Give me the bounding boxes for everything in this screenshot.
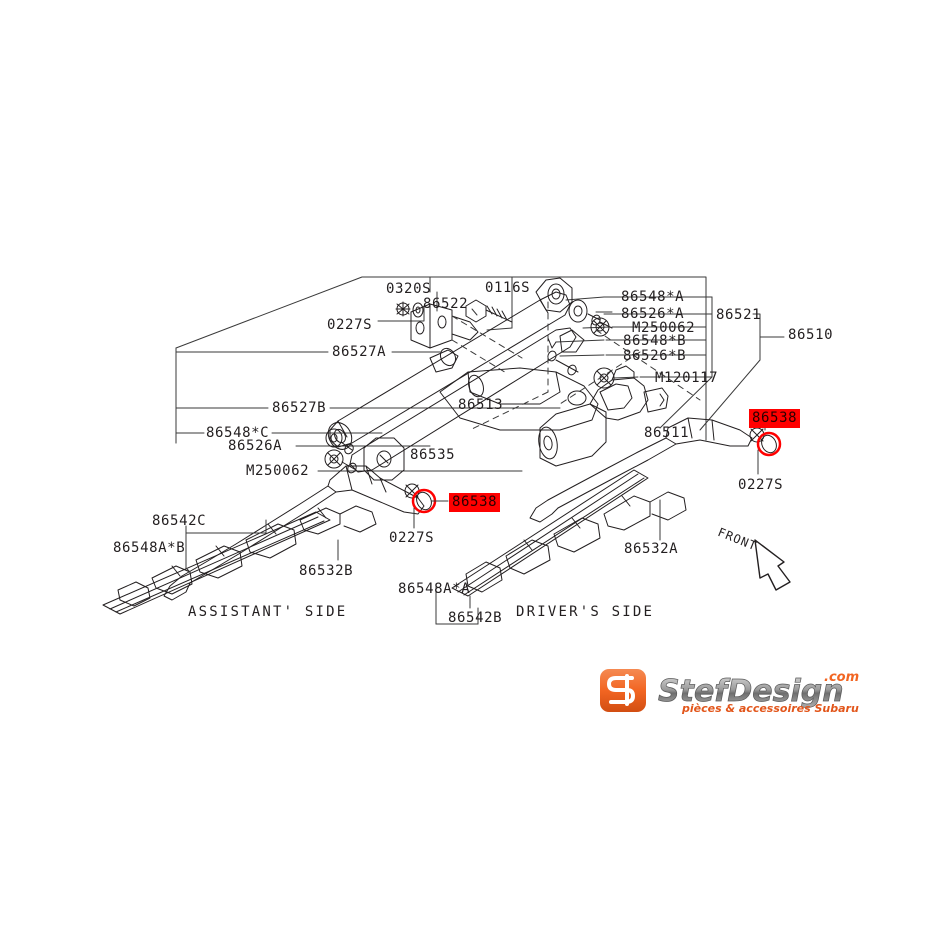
bushing-86535 bbox=[363, 437, 405, 481]
leader-86510 bbox=[659, 359, 761, 431]
logo-tld-text: .com bbox=[824, 670, 859, 685]
assistant-side-caption: ASSISTANT' SIDE bbox=[188, 604, 348, 620]
label-86548xC: 86548*C bbox=[206, 425, 270, 441]
label-86548xA: 86548*A bbox=[621, 289, 685, 305]
ball-joints-link bbox=[327, 347, 457, 450]
label-0227S: 0227S bbox=[327, 317, 373, 333]
label-86521: 86521 bbox=[716, 307, 762, 323]
label-86526xA: 86526*A bbox=[621, 306, 685, 322]
dashed-alignment bbox=[451, 301, 701, 431]
logo-graphic: StefDesign .com pièces & accessoires Sub… bbox=[600, 669, 859, 715]
blade-leaders bbox=[185, 499, 661, 625]
label-86548AxB: 86548A*B bbox=[113, 540, 186, 556]
highlight-86538-left: 86538 bbox=[449, 493, 501, 512]
wiper-arm-86532b bbox=[163, 465, 425, 601]
label-0227S-left: 0227S bbox=[389, 530, 435, 546]
label-M120117: M120117 bbox=[655, 370, 719, 386]
label-86527A: 86527A bbox=[332, 344, 387, 360]
fastener-cluster-lower-right bbox=[547, 337, 615, 389]
label-86542C: 86542C bbox=[152, 513, 207, 529]
driver-side-caption: DRIVER'S SIDE bbox=[516, 604, 655, 620]
label-86510: 86510 bbox=[788, 327, 834, 343]
wiper-blade-driver bbox=[451, 469, 687, 597]
label-86535: 86535 bbox=[410, 447, 456, 463]
watermark-logo: StefDesign .com pièces & accessoires Sub… bbox=[596, 664, 879, 720]
wiper-blade-assistant bbox=[102, 505, 377, 615]
label-86511: 86511 bbox=[644, 425, 690, 441]
front-arrow bbox=[754, 539, 791, 591]
label-86526xB: 86526*B bbox=[623, 348, 687, 364]
label-86542B: 86542B bbox=[448, 610, 503, 626]
label-86548xB: 86548*B bbox=[623, 333, 687, 349]
label-86532B: 86532B bbox=[299, 563, 354, 579]
label-0227S-right: 0227S bbox=[738, 477, 784, 493]
label-86548AxA: 86548A*A bbox=[398, 581, 471, 597]
label-M250062-b: M250062 bbox=[246, 463, 310, 479]
label-86527B: 86527B bbox=[272, 400, 327, 416]
fastener-0116s bbox=[465, 299, 513, 323]
label-86513: 86513 bbox=[458, 397, 504, 413]
label-0320S: 0320S bbox=[386, 281, 432, 297]
label-86522: 86522 bbox=[423, 296, 469, 312]
leader-0227s bbox=[377, 305, 425, 322]
fastener-0320s bbox=[395, 301, 424, 318]
leader-lines-right bbox=[603, 296, 785, 378]
label-M250062: M250062 bbox=[632, 320, 696, 336]
label-86532A: 86532A bbox=[624, 541, 679, 557]
label-0116S: 0116S bbox=[485, 280, 531, 296]
leader-lines-left bbox=[175, 351, 561, 472]
label-86526A: 86526A bbox=[228, 438, 283, 454]
fastener-cluster-upper-right bbox=[568, 299, 613, 337]
logo-brand-text: StefDesign bbox=[658, 674, 844, 709]
wiper-arm-86532a bbox=[529, 417, 753, 523]
logo-tagline: pièces & accessoires Subaru bbox=[681, 702, 859, 715]
highlight-86538-right: 86538 bbox=[749, 409, 801, 428]
wiper-motor-86511 bbox=[538, 365, 669, 467]
